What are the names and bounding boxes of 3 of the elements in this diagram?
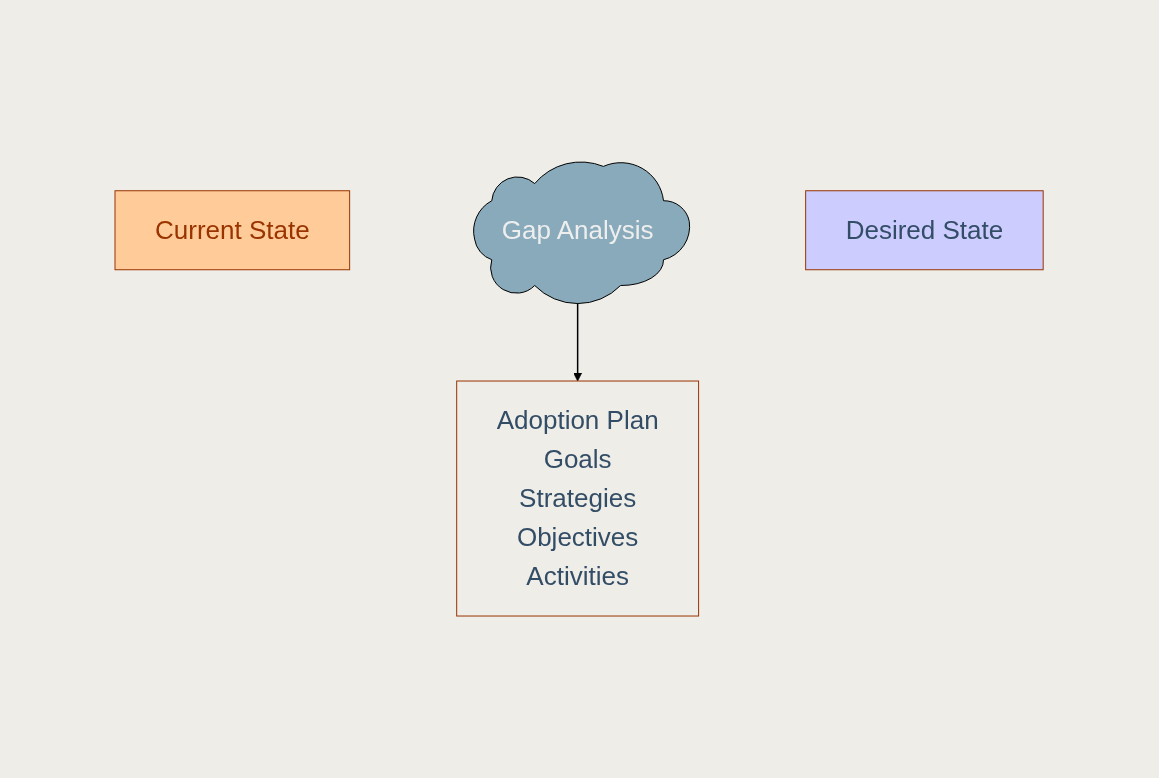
node-box: Desired State	[805, 190, 1045, 271]
node-box: Adoption Plan Goals Strategies Objectives Activities	[456, 380, 700, 617]
node-box: Current State	[114, 190, 351, 271]
